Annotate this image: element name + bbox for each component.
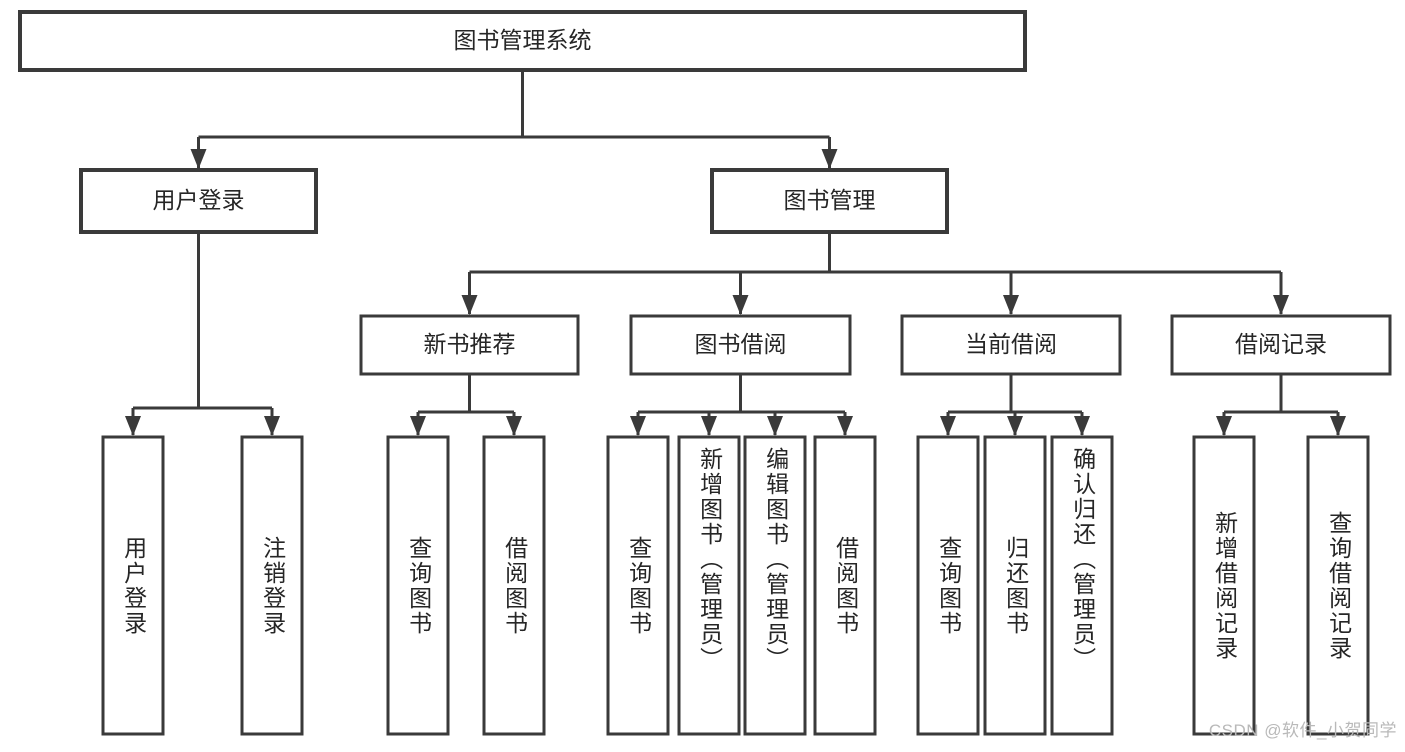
arrow-head-icon [125, 416, 141, 436]
node-box-current-borrow[interactable] [900, 314, 1122, 376]
node-box-leaf-add-book-admin[interactable] [677, 435, 741, 736]
node-box-new-book-recommend[interactable] [359, 314, 580, 376]
node-label-book-management: 图书管理 [784, 187, 876, 213]
arrow-head-icon [1003, 295, 1019, 315]
arrow-head-icon [940, 416, 956, 436]
node-box-leaf-borrow-book[interactable] [813, 435, 877, 736]
node-box-book-borrow[interactable] [629, 314, 852, 376]
node-box-user-login[interactable] [79, 168, 318, 234]
arrow-head-icon [410, 416, 426, 436]
node-box-leaf-borrow-book-recommend[interactable] [482, 435, 546, 736]
node-box-leaf-query-book-current[interactable] [916, 435, 980, 736]
node-box-root[interactable] [18, 10, 1027, 72]
arrow-head-icon [1007, 416, 1023, 436]
arrow-head-icon [837, 416, 853, 436]
arrow-head-icon [1074, 416, 1090, 436]
node-box-leaf-user-login[interactable] [101, 435, 165, 736]
csdn-watermark: CSDN @软件_小贺同学 [1208, 721, 1397, 740]
arrow-head-icon [1330, 416, 1346, 436]
node-label-root: 图书管理系统 [454, 27, 592, 53]
node-label-borrow-record: 借阅记录 [1235, 331, 1327, 357]
node-box-leaf-query-borrow-record[interactable] [1306, 435, 1370, 736]
node-label-book-borrow: 图书借阅 [695, 331, 787, 357]
node-box-leaf-edit-book-admin[interactable] [743, 435, 807, 736]
arrow-head-icon [506, 416, 522, 436]
arrow-head-icon [821, 149, 838, 169]
arrow-head-icon [1273, 295, 1289, 315]
node-label-new-book-recommend: 新书推荐 [424, 331, 516, 357]
node-box-leaf-return-book[interactable] [983, 435, 1047, 736]
node-box-book-management[interactable] [710, 168, 949, 234]
arrow-head-icon [767, 416, 783, 436]
arrow-head-icon [264, 416, 280, 436]
arrow-head-icon [630, 416, 646, 436]
arrow-head-icon [732, 295, 749, 315]
arrow-head-icon [701, 416, 717, 436]
node-box-leaf-add-borrow-record[interactable] [1192, 435, 1256, 736]
boxes-layer [18, 10, 1392, 736]
node-box-leaf-logout[interactable] [240, 435, 304, 736]
connectors-layer [125, 70, 1346, 436]
node-box-leaf-confirm-return-admin[interactable] [1050, 435, 1114, 736]
node-box-leaf-query-book-recommend[interactable] [386, 435, 450, 736]
arrow-head-icon [1216, 416, 1232, 436]
node-label-user-login: 用户登录 [153, 187, 245, 213]
node-box-leaf-query-book-borrow[interactable] [606, 435, 670, 736]
arrow-head-icon [190, 149, 207, 169]
node-box-borrow-record[interactable] [1170, 314, 1392, 376]
arrow-head-icon [461, 295, 478, 315]
node-label-current-borrow: 当前借阅 [965, 331, 1057, 357]
